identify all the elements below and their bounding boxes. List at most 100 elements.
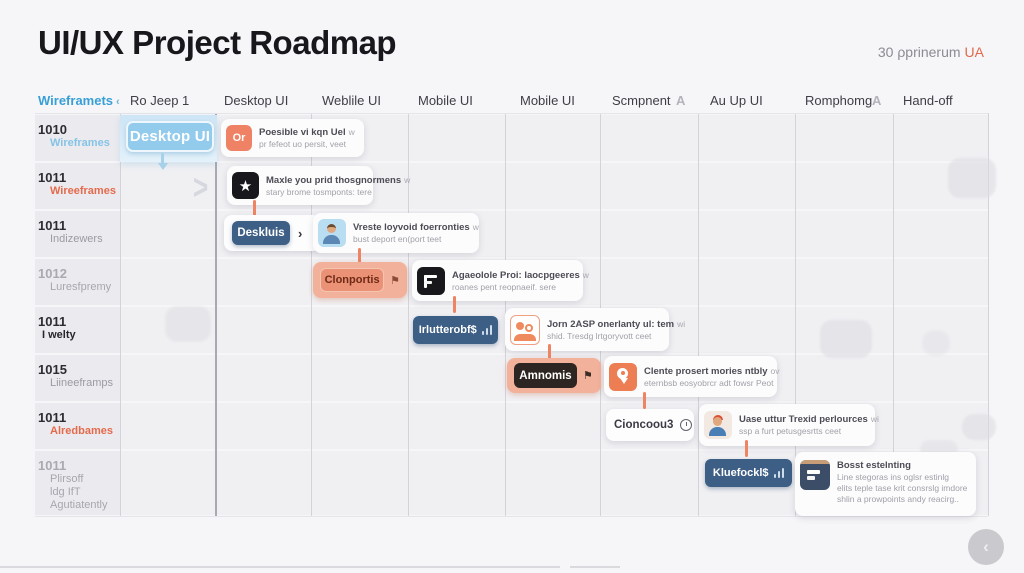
row-name: Indizewers <box>50 233 103 245</box>
row-label-1011-iwelty: 1011 I welty <box>38 314 118 342</box>
row-number: 1015 <box>38 362 67 377</box>
card-title: Uase uttur Trexid perlources <box>739 414 868 425</box>
bar-chart-icon <box>773 468 785 478</box>
kluefock-chip[interactable]: Kluefockl$ <box>705 459 792 487</box>
row-name-line2: ldg IfT <box>50 486 81 498</box>
card-body-line: shlin a prowpoints andy reacirg.. <box>837 494 959 504</box>
amnomis-chip-card[interactable]: Amnomis ⚑ <box>507 358 601 393</box>
label-cell <box>35 115 120 161</box>
grid-vline <box>311 113 312 516</box>
or-icon: Or <box>226 125 252 151</box>
chevron-right-icon[interactable]: › <box>298 225 303 241</box>
desktop-ui-chip[interactable]: Desktop UI <box>126 121 214 152</box>
card-title: Maxle you prid thosgnormens <box>266 174 402 186</box>
column-header-weblile-ui: Weblile UI <box>322 93 382 108</box>
back-nav-button[interactable]: ‹ <box>968 529 1004 565</box>
card-subtitle: ssp a furt petusgesrtts ceet <box>739 426 842 436</box>
row-name: I welty <box>42 329 76 341</box>
row-label-1012-luresfpremy: 1012 Luresfpremy <box>38 266 118 294</box>
clock-icon <box>680 419 693 431</box>
footer-line <box>0 566 560 568</box>
row-name: Plirsoff <box>50 473 84 485</box>
grid-vline <box>120 113 121 516</box>
row-strip <box>35 163 988 209</box>
column-header-hand-off: Hand-off <box>903 93 953 108</box>
grid-vline <box>795 113 796 516</box>
card-title-suffix: w <box>404 174 411 185</box>
label-cell <box>35 403 120 449</box>
column-header-label: Wireframets <box>38 93 114 108</box>
clonportis-chip-card[interactable]: Clonportis ⚑ <box>313 262 407 298</box>
card-title-suffix: wi <box>677 318 686 329</box>
column-header-mobile-ui-1: Mobile UI <box>418 93 473 108</box>
row-strip <box>35 211 988 257</box>
card-subtitle: roanes pent reopnaeif. sere <box>452 281 556 292</box>
row-label-1015-liineeframps: 1015 Liineeframps <box>38 362 118 390</box>
column-header-scmpnent: Scmpnent <box>612 93 671 108</box>
chevron-left-icon: ‹ <box>116 96 120 108</box>
sort-a-icon[interactable]: A <box>676 93 686 108</box>
chevron-left-icon: ‹ <box>983 537 989 556</box>
card-title: Bosst estelnting <box>837 460 911 471</box>
chevron-right-icon: > <box>193 166 209 208</box>
card-title-suffix: w <box>472 222 479 232</box>
chip-label: Irlutterobf$ <box>418 324 477 336</box>
row-name: Wireeframes <box>50 185 116 197</box>
grid-vline <box>988 113 989 516</box>
grid-vline <box>408 113 409 516</box>
amnomis-chip[interactable]: Amnomis <box>514 363 577 388</box>
row-label-1011-indizewers: 1011 Indizewers <box>38 218 118 246</box>
avatar-icon <box>704 411 732 439</box>
grid-vline <box>698 113 699 516</box>
row-name: Liineeframps <box>50 377 113 389</box>
row-number: 1010 <box>38 122 67 137</box>
label-cell <box>35 211 120 257</box>
sort-a-icon[interactable]: A <box>872 93 882 108</box>
star-icon: ★ <box>232 172 259 199</box>
flag-icon: ⚑ <box>390 274 400 287</box>
bar-chart-icon <box>481 325 493 335</box>
label-cell <box>35 307 120 353</box>
irlutterobf-chip[interactable]: Irlutterobf$ <box>413 316 498 344</box>
card-title-suffix: w <box>582 269 589 280</box>
row-number: 1011 <box>38 458 67 473</box>
flag-black-icon <box>417 266 445 295</box>
decorative-blob <box>820 320 872 358</box>
card-title: Vreste loyvoid foerronties <box>353 222 470 233</box>
label-cell <box>35 259 120 305</box>
row-name-line3: Agutiatently <box>50 499 108 511</box>
cioncoou-chip-card[interactable]: Cioncoou3 <box>606 409 694 441</box>
card-body-line: elits teple tase krit consrslg imdore <box>837 483 968 493</box>
card-title-suffix: ov <box>770 365 780 376</box>
deskluis-chip-card[interactable]: Deskluis › <box>224 215 321 251</box>
row-name: Luresfpremy <box>50 281 112 293</box>
deskluis-chip[interactable]: Deskluis <box>232 221 290 245</box>
card-title: Clente prosert mories ntbly <box>644 365 768 377</box>
card-subtitle: eternbsb eosyobrcr adt fowsr Peot <box>644 377 774 388</box>
pin-icon <box>609 362 637 391</box>
label-cell <box>35 451 120 515</box>
card-title: Poesible vi kqn Uel <box>259 127 346 138</box>
column-header-romphomg: Romphomg <box>805 93 873 108</box>
card-body-line: Line stegoras ins oglsr estinlg <box>837 472 949 482</box>
card-title: Agaeolole Proi: laocpgeeres <box>452 269 580 281</box>
card-title-suffix: wi <box>870 414 879 424</box>
connector-tick <box>253 200 256 217</box>
clonportis-chip[interactable]: Clonportis <box>320 268 385 292</box>
grid-hline <box>35 113 988 114</box>
task-card-bosst[interactable]: Bosst estelnting Line stegoras ins oglsr… <box>795 452 976 516</box>
row-number: 1011 <box>38 218 67 233</box>
decorative-blob <box>922 330 950 356</box>
chip-label: Kluefockl$ <box>712 467 769 479</box>
column-header-wireframets[interactable]: Wireframets‹ <box>38 93 120 108</box>
card-title: Jorn 2ASP onerlanty ul: tem <box>547 318 675 330</box>
column-header-au-up-ui: Au Up UI <box>710 93 763 108</box>
